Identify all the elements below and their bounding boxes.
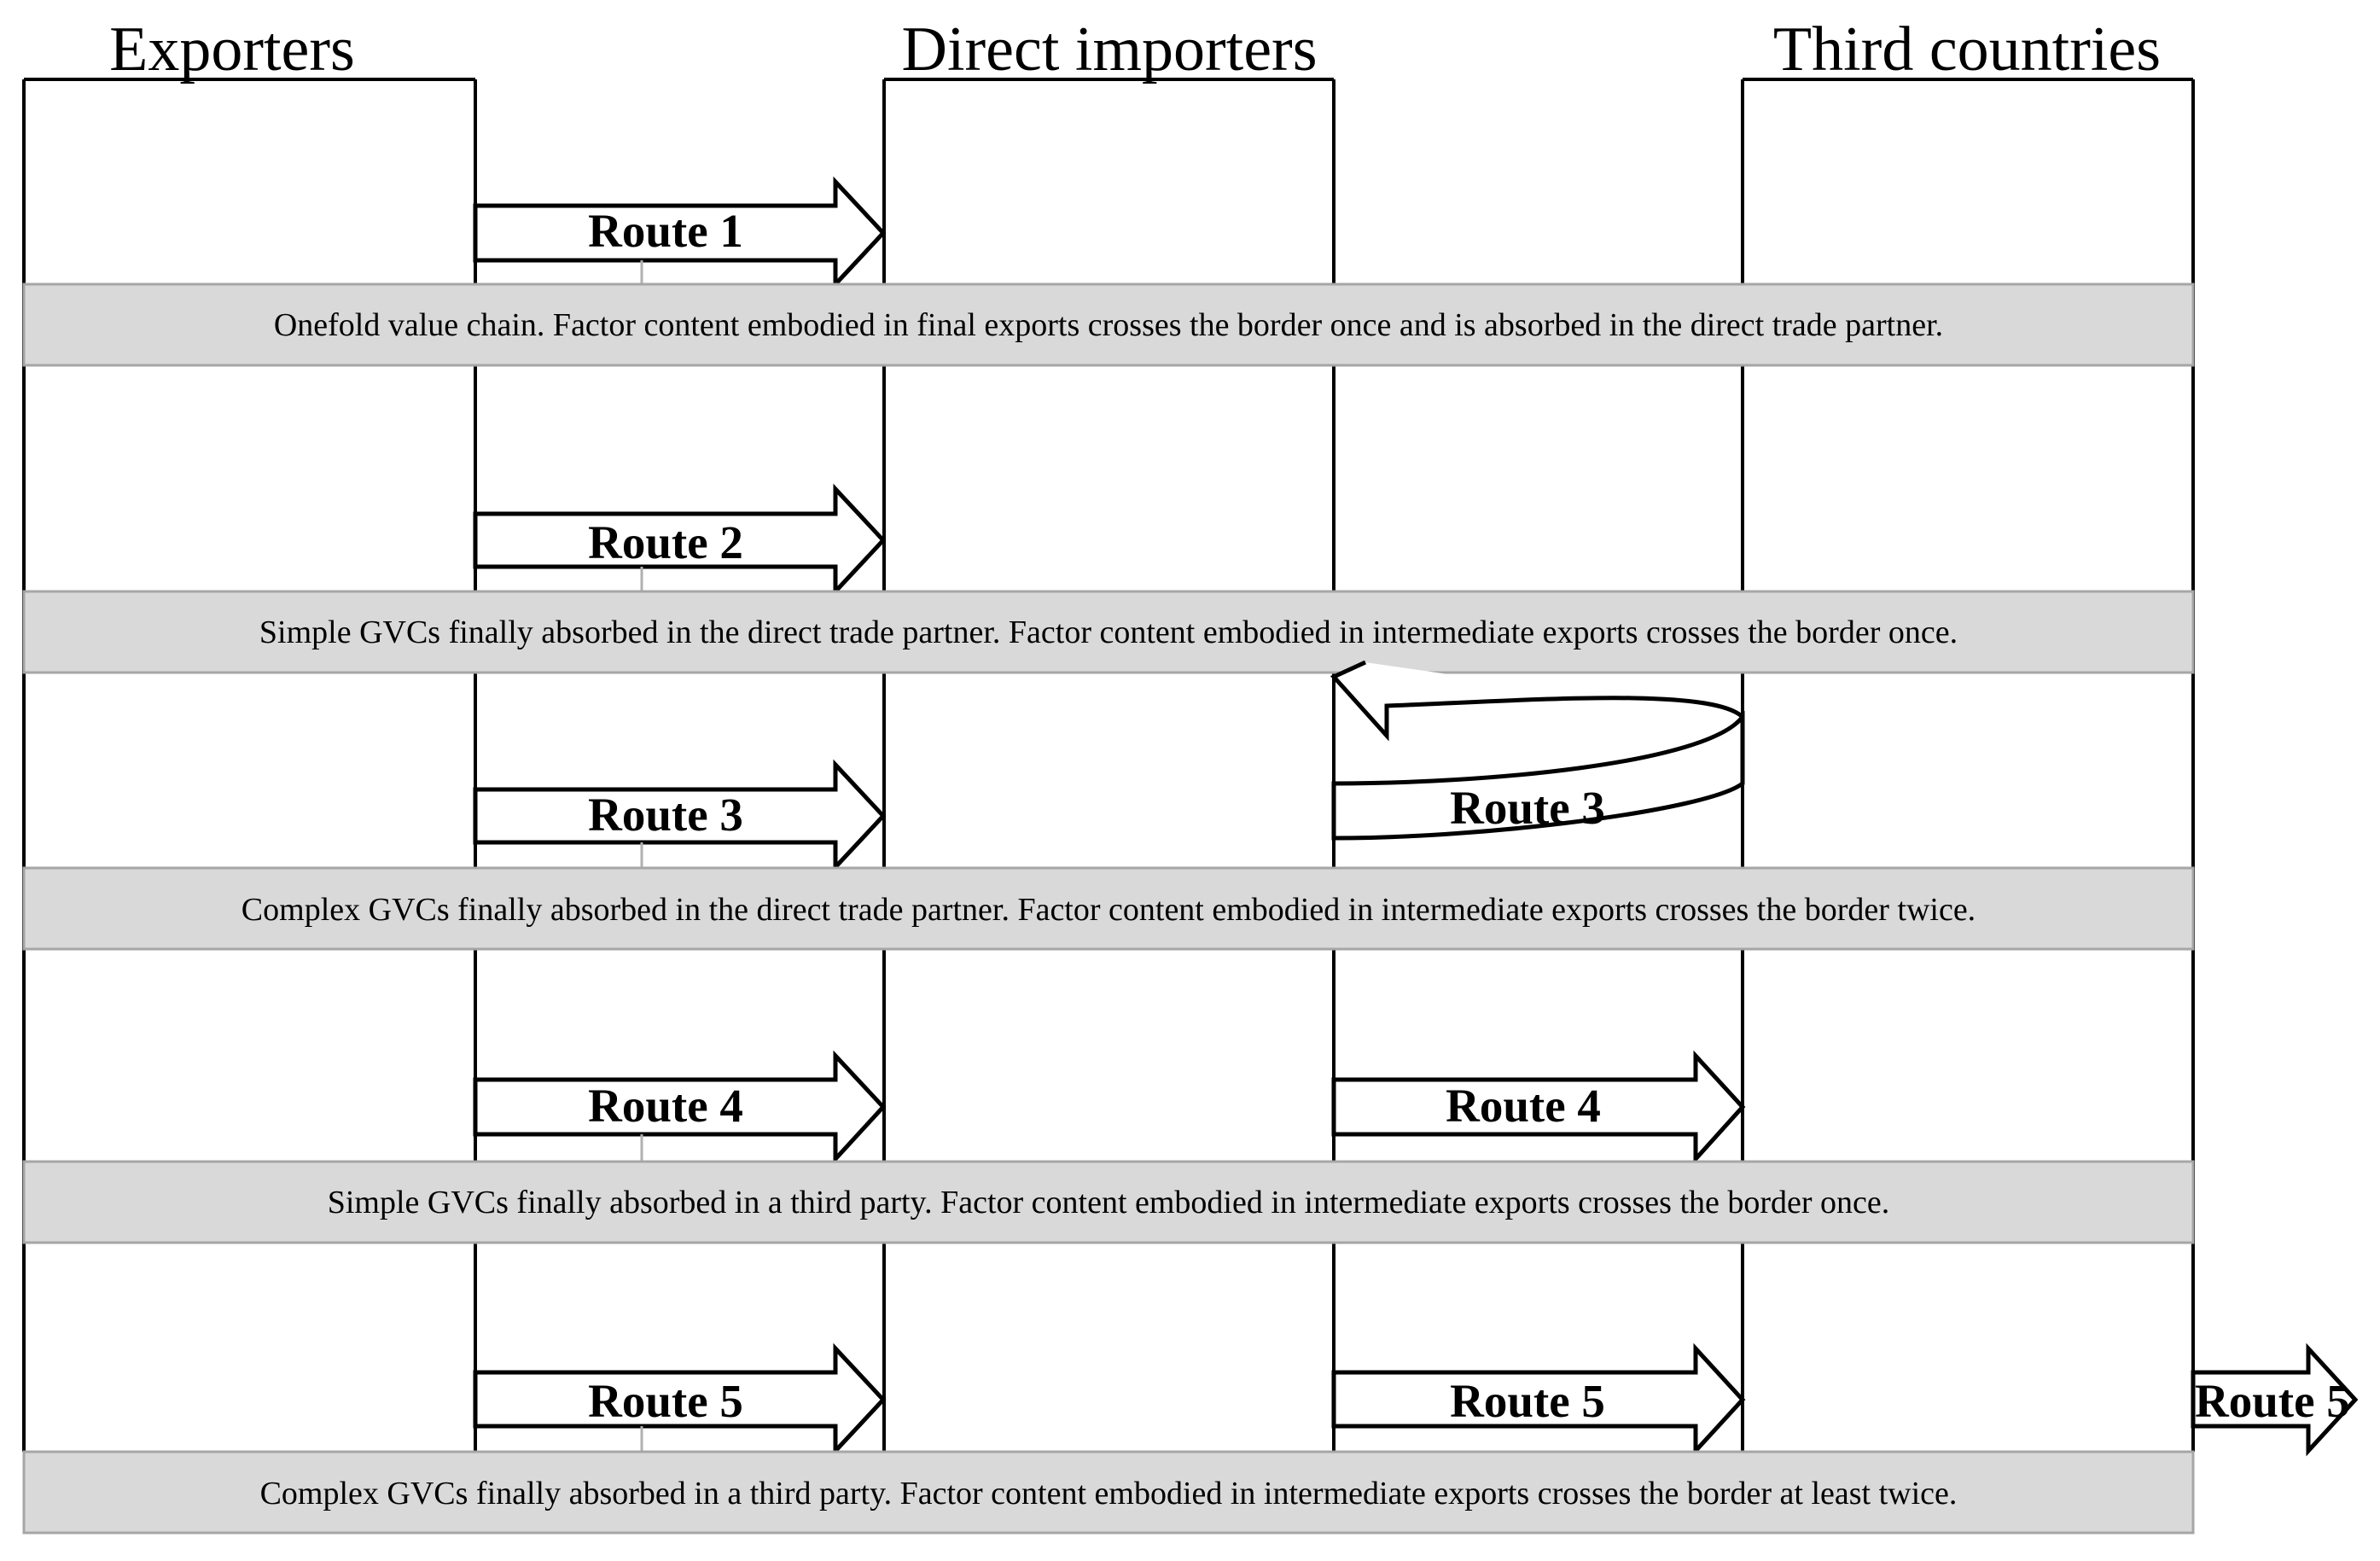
route-5-arrow-third-to-beyond bbox=[2191, 1343, 2359, 1457]
header-third-countries: Third countries bbox=[1773, 15, 2161, 84]
route-3-return-arrow-upper bbox=[1330, 660, 1744, 742]
caption-3: Complex GVCs finally absorbed in the dir… bbox=[241, 892, 1976, 928]
route-3-return-label: Route 3 bbox=[1450, 782, 1605, 834]
caption-band-3 bbox=[22, 866, 2195, 951]
caption-band-2 bbox=[22, 590, 2195, 674]
caption-4: Simple GVCs finally absorbed in a third … bbox=[328, 1185, 1890, 1220]
caption-band-5 bbox=[22, 1450, 2195, 1535]
route-5-arrow-direct-to-third bbox=[1331, 1343, 1746, 1457]
route-2-label: Route 2 bbox=[588, 516, 743, 568]
route-3-return-arrow bbox=[1331, 710, 1745, 841]
route-5-label-second: Route 5 bbox=[1450, 1375, 1605, 1427]
route-4-label-first: Route 4 bbox=[588, 1080, 743, 1132]
route-5-row: Route 5 Route 5 Route 5 bbox=[473, 1343, 2359, 1457]
route-5-arrow-exporters-to-direct bbox=[473, 1343, 887, 1457]
caption-2: Simple GVCs finally absorbed in the dire… bbox=[259, 614, 1958, 650]
route-3-arrow-exporters-to-direct bbox=[473, 759, 887, 873]
route-4-row: Route 4 Route 4 bbox=[473, 1050, 1746, 1165]
caption-5: Complex GVCs finally absorbed in a third… bbox=[260, 1476, 1958, 1511]
header-direct-importers: Direct importers bbox=[902, 15, 1318, 84]
route-5-label-third: Route 5 bbox=[2195, 1375, 2350, 1427]
route-1-row: Route 1 bbox=[473, 176, 887, 290]
caption-band-4 bbox=[22, 1160, 2195, 1244]
caption-band-1 bbox=[22, 282, 2195, 367]
route-4-label-second: Route 4 bbox=[1446, 1080, 1601, 1132]
route-2-row: Route 2 bbox=[473, 483, 887, 597]
route-3-row: Route 3 Route 3 bbox=[473, 660, 1745, 873]
route-3-label: Route 3 bbox=[588, 789, 743, 841]
route-2-arrow-exporters-to-direct bbox=[473, 483, 887, 597]
route-1-label: Route 1 bbox=[588, 205, 743, 257]
route-4-arrow-exporters-to-direct bbox=[473, 1050, 887, 1165]
caption-1: Onefold value chain. Factor content embo… bbox=[274, 307, 1943, 343]
header-exporters: Exporters bbox=[109, 15, 355, 84]
route-5-label-first: Route 5 bbox=[588, 1375, 743, 1427]
route-1-arrow-exporters-to-direct bbox=[473, 176, 887, 290]
route-4-arrow-direct-to-third bbox=[1331, 1050, 1746, 1165]
